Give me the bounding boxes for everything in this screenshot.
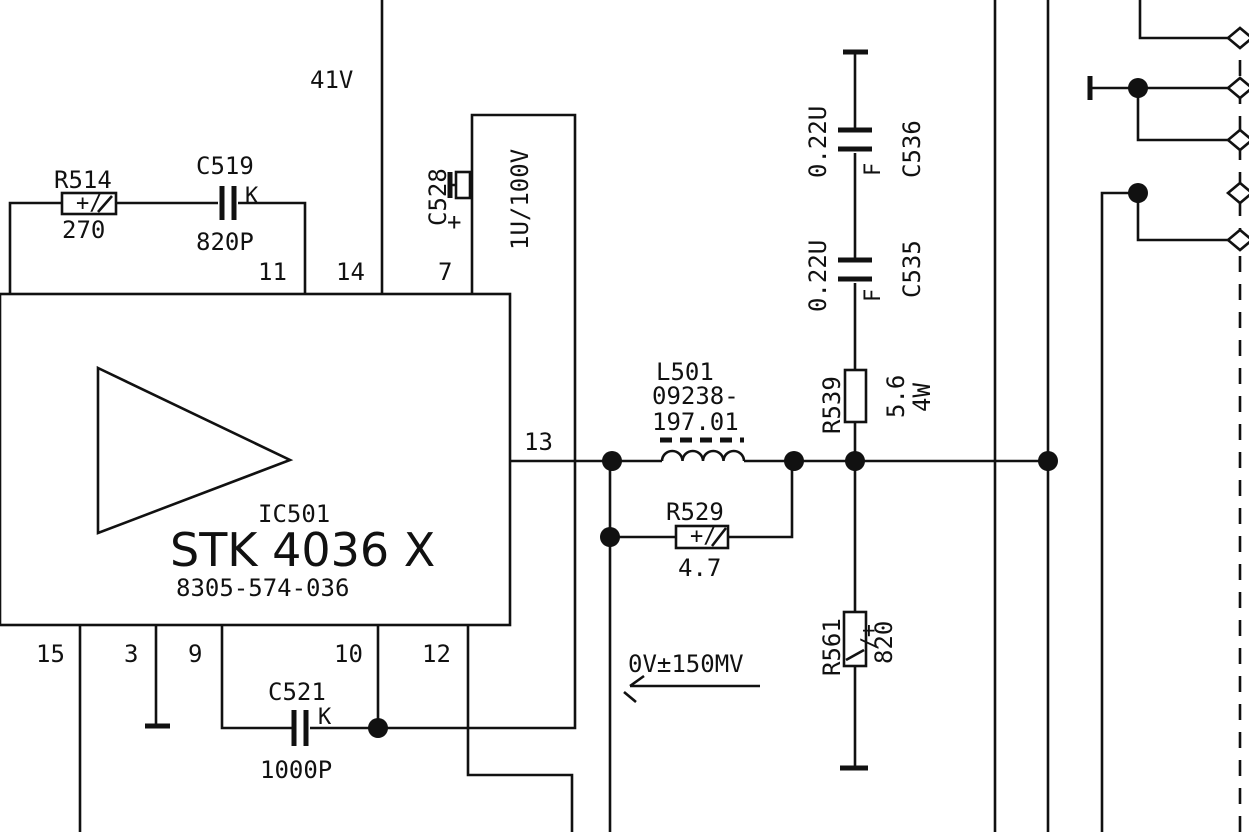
c528-polarity: + <box>447 208 461 236</box>
pin-12-label: 12 <box>422 640 451 668</box>
junction-connector-1 <box>1128 78 1148 98</box>
c519-value: 820P <box>196 228 254 256</box>
pin-14-label: 14 <box>336 258 365 286</box>
c536-ref: C536 <box>898 120 926 178</box>
amplifier-triangle-icon <box>96 365 294 535</box>
c521-value: 1000P <box>260 756 332 784</box>
c528: + C528 1U/100V <box>424 149 534 250</box>
r514: +/ R514 270 <box>54 166 118 244</box>
c536-value: 0.22U <box>804 106 832 178</box>
c521-plates <box>291 710 309 746</box>
ic501-body <box>0 292 512 627</box>
terminal-diamond-3 <box>1225 128 1249 152</box>
r529: +/ R529 4.7 <box>666 498 730 582</box>
wire-r514-c519-loop <box>8 201 307 294</box>
terminal-diamond-2 <box>1225 76 1249 100</box>
wire-connector-block <box>1090 0 1228 832</box>
c528-ref: C528 <box>424 168 452 226</box>
connector-terminals <box>1225 26 1249 252</box>
c519-tag: K <box>245 184 259 209</box>
c536-tag: F <box>861 163 886 176</box>
c528-value: 1U/100V <box>506 149 534 250</box>
c535-tag: F <box>861 289 886 302</box>
junction-l501-right <box>784 451 804 471</box>
ic-part-label: STK 4036 X <box>170 523 435 577</box>
junction-output <box>602 451 622 471</box>
r529-fuse-slash <box>710 527 728 547</box>
l501-part-1: 09238- <box>652 382 739 410</box>
l501: L501 09238- 197.01 <box>652 358 746 462</box>
r529-value: 4.7 <box>678 554 721 582</box>
r539: R539 5.6 4W <box>818 368 936 434</box>
wire-pin12 <box>466 625 574 832</box>
pin-15-label: 15 <box>36 640 65 668</box>
r514-ref: R514 <box>54 166 112 194</box>
wire-c528-loop <box>378 113 577 730</box>
pin-7-label: 7 <box>438 258 452 286</box>
c535-plates <box>838 257 872 282</box>
pin-11-label: 11 <box>258 258 287 286</box>
r514-value: 270 <box>62 216 105 244</box>
c535-value: 0.22U <box>804 240 832 312</box>
junction-right-rail <box>1038 451 1058 471</box>
c521-tag: K <box>318 705 332 730</box>
r561: +/ R561 820 <box>818 610 898 676</box>
ic-code-label: 8305-574-036 <box>176 574 349 602</box>
terminal-diamond-1 <box>1225 26 1249 50</box>
r561-mark: +/ <box>856 624 881 651</box>
junction-snubber <box>845 451 865 471</box>
l501-coil-icon <box>660 449 746 462</box>
junction-connector-2 <box>1128 183 1148 203</box>
r539-body <box>843 368 868 424</box>
offset-arrow-tail <box>623 691 637 703</box>
junctions <box>368 78 1148 738</box>
c521-ref: C521 <box>268 678 326 706</box>
c521: C521 K 1000P <box>260 678 332 784</box>
offset-label: 0V±150MV <box>628 650 744 678</box>
ic501: IC501 STK 4036 X 8305-574-036 <box>0 292 512 627</box>
ground-marks <box>145 49 1093 771</box>
r514-fuse-slash <box>97 195 113 213</box>
pin-13-label: 13 <box>524 428 553 456</box>
c536-plates <box>838 127 872 152</box>
c519: C519 K 820P <box>196 152 259 256</box>
c535: 0.22U F C535 <box>804 240 926 312</box>
junction-c521 <box>368 718 388 738</box>
junction-r529-left <box>600 527 620 547</box>
pin-10-label: 10 <box>334 640 363 668</box>
r561-value: 820 <box>870 621 898 664</box>
c519-plates <box>219 186 237 220</box>
ic-ref-label: IC501 <box>258 500 330 528</box>
terminal-diamond-5 <box>1225 228 1249 252</box>
terminal-diamond-4 <box>1225 181 1249 205</box>
l501-part-2: 197.01 <box>652 408 739 436</box>
c528-body <box>454 170 472 200</box>
pin-3-label: 3 <box>124 640 138 668</box>
supply-voltage-label: 41V <box>310 66 353 94</box>
offset-annotation: 0V±150MV <box>623 650 760 703</box>
c536: 0.22U F C536 <box>804 106 926 178</box>
wire-r529-parallel <box>610 461 794 539</box>
pin-9-label: 9 <box>188 640 202 668</box>
offset-arrow-icon <box>629 674 760 688</box>
c519-ref: C519 <box>196 152 254 180</box>
r561-ref: R561 <box>818 618 846 676</box>
r539-value: 5.6 <box>882 375 910 418</box>
c535-ref: C535 <box>898 240 926 298</box>
wires <box>8 0 1242 832</box>
pin-labels: 11 14 7 13 15 3 9 10 12 <box>36 258 553 668</box>
r561-fuse-slash <box>845 648 865 662</box>
r529-ref: R529 <box>666 498 724 526</box>
l501-ref: L501 <box>656 358 714 386</box>
r539-ref: R539 <box>818 376 846 434</box>
r539-power: 4W <box>908 383 936 412</box>
